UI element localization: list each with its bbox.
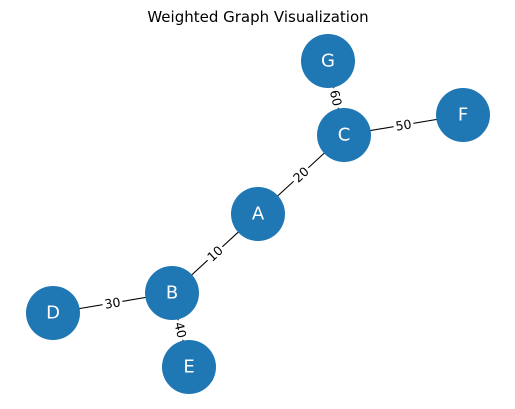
node-circle — [301, 34, 355, 88]
edge-label-background — [170, 318, 191, 342]
edge-weight: 50 — [394, 116, 412, 133]
graph-title: Weighted Graph Visualization — [147, 8, 368, 26]
edge-label-background — [202, 240, 228, 267]
edge-label-a-b: 10 — [202, 240, 228, 267]
node-label: F — [458, 105, 468, 126]
node-circle — [145, 266, 199, 320]
edge-weight: 40 — [171, 321, 189, 340]
edge-label-background — [326, 86, 346, 110]
nodes-layer: A B C D E F G — [26, 34, 490, 394]
edge-label-a-c: 20 — [288, 161, 314, 188]
node-circle — [231, 187, 285, 241]
edge-label-background — [101, 293, 124, 313]
edge-weight: 60 — [327, 89, 345, 108]
edge-labels-layer: 10 20 30 40 50 60 — [101, 86, 415, 342]
edge-label-c-g: 60 — [326, 86, 346, 110]
edge-label-background — [288, 161, 314, 188]
node-g: G — [301, 34, 355, 88]
node-label: C — [338, 125, 351, 146]
edge-weight: 30 — [103, 294, 121, 311]
node-label: A — [252, 204, 265, 225]
edge-label-background — [392, 115, 415, 135]
edge-label-b-e: 40 — [170, 318, 191, 342]
node-circle — [317, 108, 371, 162]
node-c: C — [317, 108, 371, 162]
edge-label-c-f: 50 — [392, 115, 415, 135]
node-label: D — [46, 303, 60, 324]
node-label: B — [166, 283, 178, 304]
node-circle — [436, 88, 490, 142]
edge-label-b-d: 30 — [101, 293, 124, 313]
node-a: A — [231, 187, 285, 241]
node-e: E — [162, 340, 216, 394]
node-circle — [162, 340, 216, 394]
node-b: B — [145, 266, 199, 320]
node-d: D — [26, 286, 80, 340]
node-label: E — [183, 357, 194, 378]
node-circle — [26, 286, 80, 340]
node-f: F — [436, 88, 490, 142]
node-label: G — [321, 51, 335, 72]
